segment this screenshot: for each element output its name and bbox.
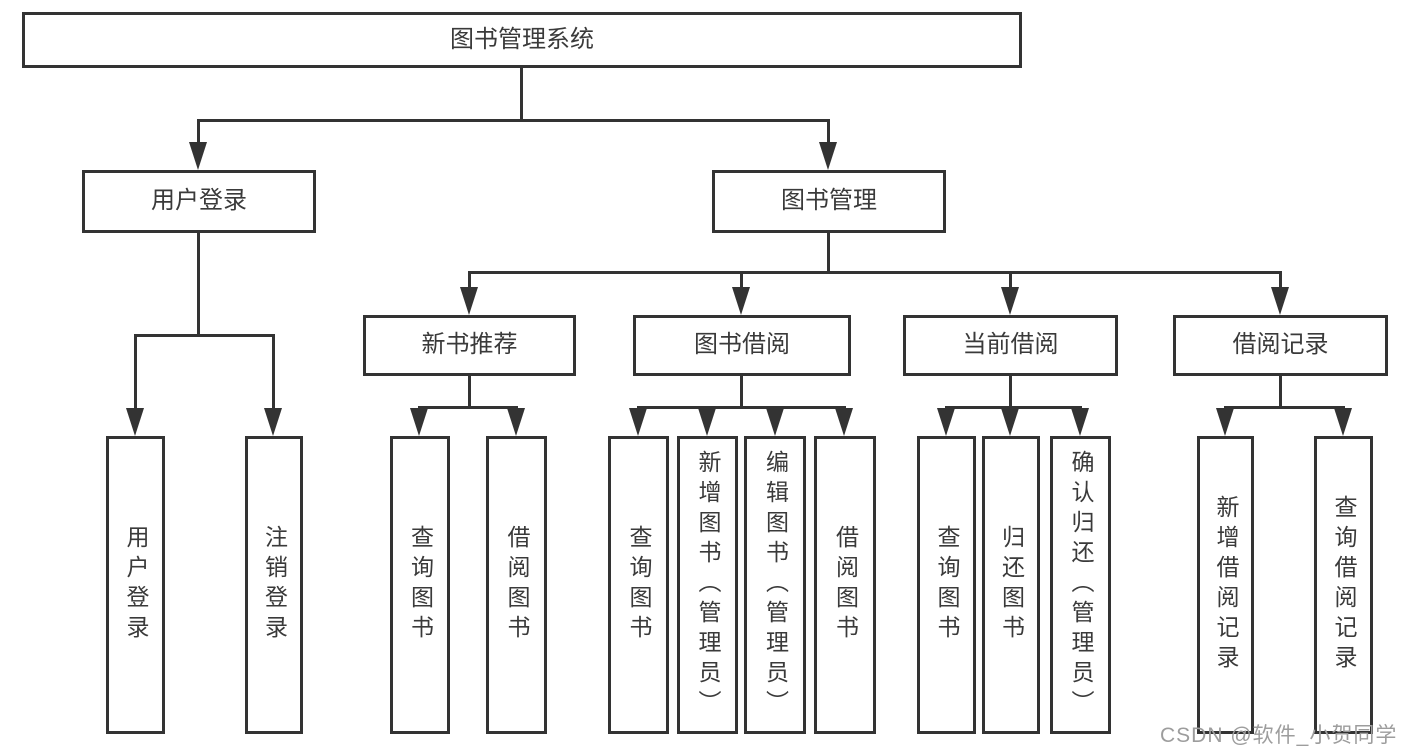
arrowhead-leaf-logout-icon	[264, 408, 282, 436]
connector-stem-current-borrow	[1009, 375, 1012, 408]
leaf-add-borrow-record: 新增借阅记录	[1197, 436, 1254, 734]
connector-stem-new-book-recommend	[468, 375, 471, 408]
node-current-borrow: 当前借阅	[903, 315, 1118, 376]
leaf-borrow-query-books: 查询图书	[608, 436, 669, 734]
arrowhead-leaf-8-icon	[1001, 408, 1019, 436]
arrow-line-to-user-login	[197, 119, 200, 146]
leaf-confirm-return-admin: 确认归还（管理员）	[1050, 436, 1111, 734]
connector-rail-recommend	[418, 406, 518, 409]
arrowhead-leaf-4-icon	[698, 408, 716, 436]
connector-rail-book-borrow	[637, 406, 846, 409]
arrowhead-leaf-3-icon	[629, 408, 647, 436]
leaf-current-query-books: 查询图书	[917, 436, 976, 734]
connector-stem-user-login	[197, 232, 200, 336]
arrow-line-to-leaf-logout	[272, 334, 275, 412]
arrowhead-borrow-records-icon	[1271, 287, 1289, 315]
connector-rail-current-borrow	[945, 406, 1082, 409]
arrowhead-leaf-6-icon	[835, 408, 853, 436]
node-new-book-recommend: 新书推荐	[363, 315, 576, 376]
arrowhead-leaf-7-icon	[937, 408, 955, 436]
arrow-line-to-book-management	[827, 119, 830, 146]
arrowhead-leaf-11-icon	[1334, 408, 1352, 436]
leaf-user-login: 用户登录	[106, 436, 165, 734]
csdn-watermark: CSDN @软件_小贺同学	[1160, 724, 1398, 747]
arrowhead-to-book-management-icon	[819, 142, 837, 170]
leaf-recommend-borrow-books: 借阅图书	[486, 436, 547, 734]
node-book-management: 图书管理	[712, 170, 946, 233]
arrow-line-to-new-book-recommend	[468, 271, 471, 291]
leaf-return-books: 归还图书	[982, 436, 1040, 734]
arrowhead-to-user-login-icon	[189, 142, 207, 170]
arrowhead-leaf-1-icon	[410, 408, 428, 436]
node-borrow-records: 借阅记录	[1173, 315, 1388, 376]
connector-rail-level2	[197, 119, 830, 122]
arrowhead-current-borrow-icon	[1001, 287, 1019, 315]
leaf-query-borrow-record: 查询借阅记录	[1314, 436, 1373, 734]
arrow-line-to-book-borrow	[740, 271, 743, 291]
connector-stem-borrow-records	[1279, 375, 1282, 408]
arrowhead-new-book-recommend-icon	[460, 287, 478, 315]
arrow-line-to-leaf-user-login	[134, 334, 137, 412]
arrowhead-book-borrow-icon	[732, 287, 750, 315]
connector-stem-book-management	[827, 232, 830, 273]
node-book-borrow: 图书借阅	[633, 315, 851, 376]
leaf-recommend-query-books: 查询图书	[390, 436, 450, 734]
leaf-borrow-books: 借阅图书	[814, 436, 876, 734]
connector-rail-borrow-records	[1224, 406, 1345, 409]
node-library-management-system: 图书管理系统	[22, 12, 1022, 68]
arrowhead-leaf-9-icon	[1071, 408, 1089, 436]
arrowhead-leaf-5-icon	[766, 408, 784, 436]
arrowhead-leaf-user-login-icon	[126, 408, 144, 436]
arrow-line-to-current-borrow	[1009, 271, 1012, 291]
arrow-line-to-borrow-records	[1279, 271, 1282, 291]
connector-stem-book-borrow	[740, 375, 743, 408]
arrowhead-leaf-2-icon	[507, 408, 525, 436]
leaf-edit-books-admin: 编辑图书（管理员）	[744, 436, 806, 734]
arrowhead-leaf-10-icon	[1216, 408, 1234, 436]
connector-stem-root	[520, 67, 523, 121]
connector-rail-level3	[468, 271, 1282, 274]
connector-rail-user-login	[134, 334, 275, 337]
node-user-login: 用户登录	[82, 170, 316, 233]
leaf-logout: 注销登录	[245, 436, 303, 734]
leaf-add-books-admin: 新增图书（管理员）	[677, 436, 738, 734]
